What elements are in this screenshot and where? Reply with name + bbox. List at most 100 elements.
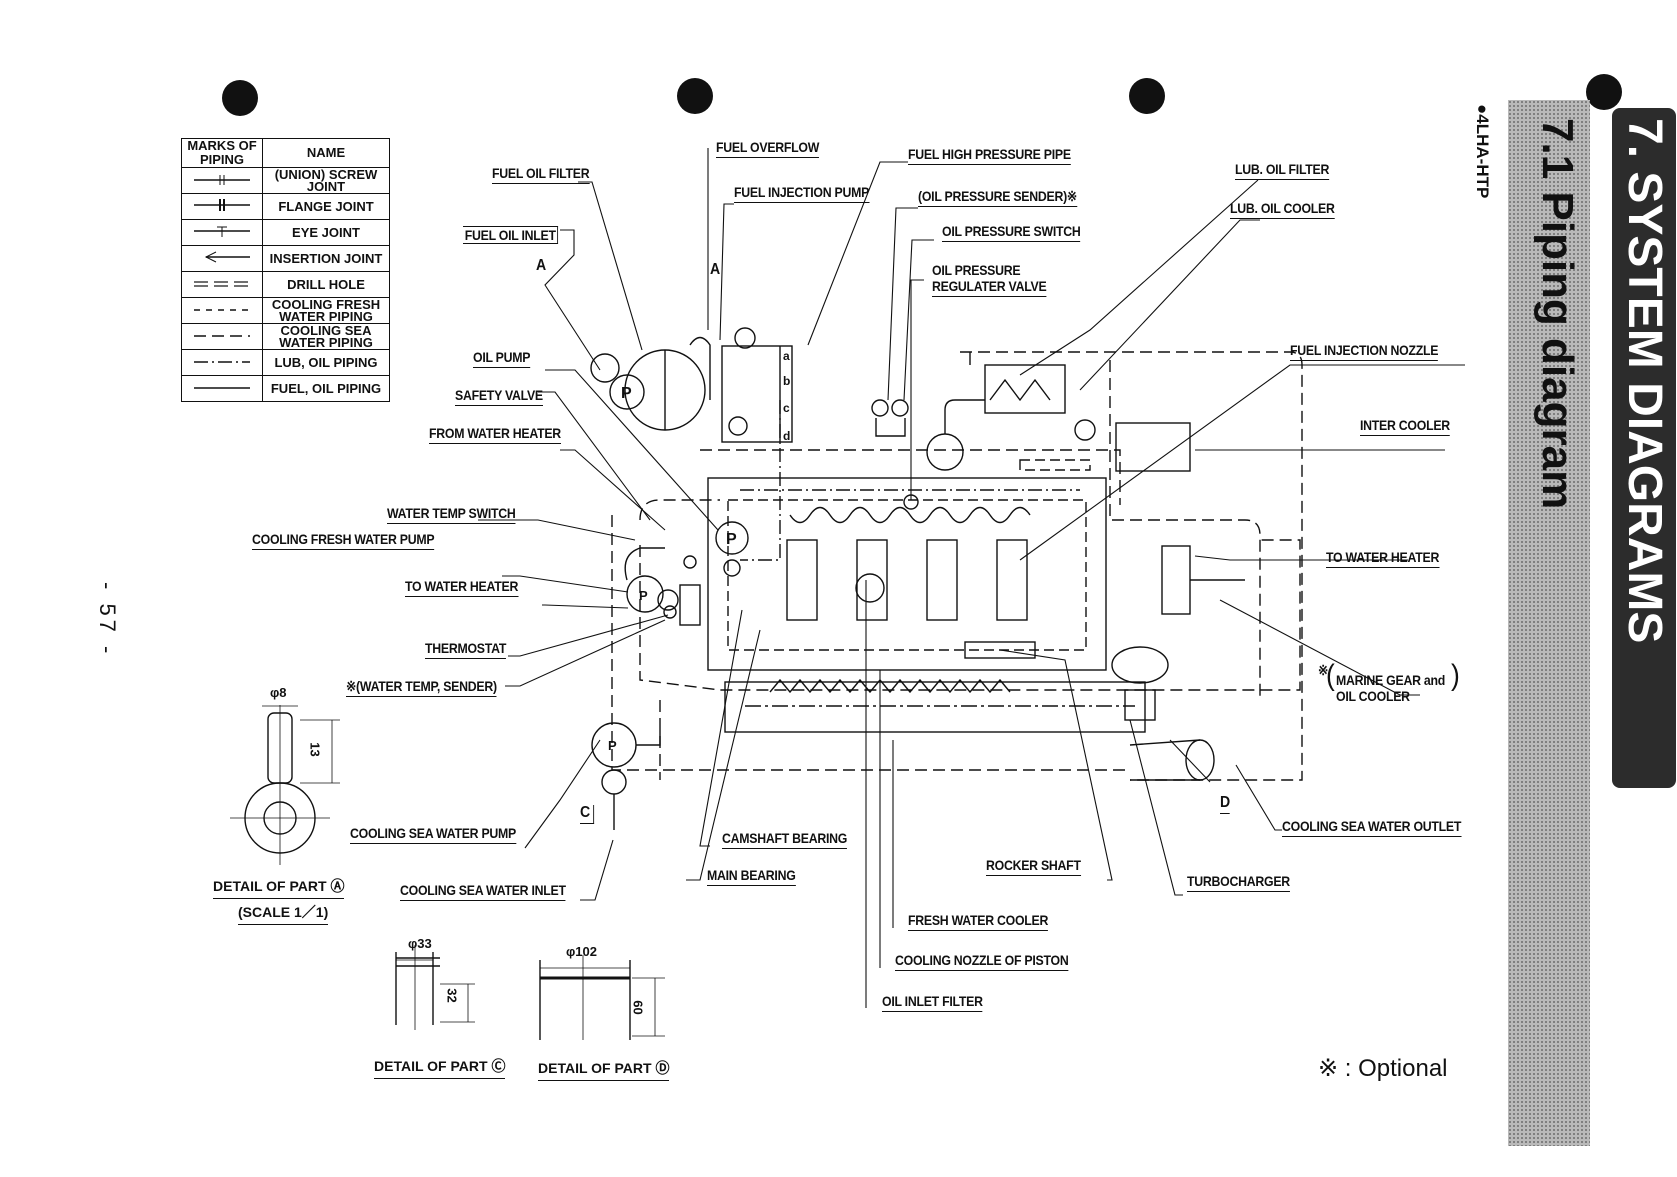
sw-pump-p-label: P [608, 738, 617, 753]
label-safety-valve: SAFETY VALVE [455, 387, 543, 406]
detail-d-dim-height: 60 [630, 1000, 646, 1015]
label-water-temp-sender: ※(WATER TEMP, SENDER) [346, 678, 497, 697]
label-marine-gear-2: OIL COOLER [1336, 688, 1410, 704]
optional-note: ※ : Optional [1318, 1055, 1448, 1082]
detail-d-title: DETAIL OF PART Ⓓ [538, 1058, 670, 1081]
label-from-water-heater: FROM WATER HEATER [429, 425, 561, 444]
fw-pump-p-label: P [639, 588, 648, 603]
camshaft-gear [855, 573, 885, 603]
label-fuel-high-pressure-pipe: FUEL HIGH PRESSURE PIPE [908, 146, 1071, 165]
label-thermostat: THERMOSTAT [425, 640, 506, 659]
label-oil-pressure-regulater-2: REGULATER VALVE [932, 278, 1047, 297]
solid-line [181, 375, 263, 402]
oil-pump-p-label: P [726, 531, 737, 548]
port-d-label: d [783, 429, 790, 443]
legend-header-name: NAME [262, 138, 390, 168]
oil-pressure-switch [891, 399, 909, 417]
label-inter-cooler: INTER COOLER [1360, 417, 1450, 436]
label-cooling-sea-water-pump: COOLING SEA WATER PUMP [350, 825, 516, 844]
fresh-water-cooler-coil [769, 678, 1011, 694]
piping-legend: MARKS OF PIPING NAME (UNION) SCREW JOINT… [181, 138, 390, 402]
section-sidebar [1508, 100, 1590, 1146]
punch-hole [1586, 74, 1622, 110]
ref-d: D [1220, 795, 1230, 814]
detail-a-dim-height: 13 [307, 742, 323, 757]
fuel-pump-p-label: P [621, 385, 632, 402]
detail-a-title: DETAIL OF PART Ⓐ [213, 876, 345, 899]
inter-cooler [1115, 422, 1191, 472]
label-turbocharger: TURBOCHARGER [1187, 873, 1290, 892]
label-water-temp-switch: WATER TEMP SWITCH [387, 505, 516, 524]
label-footnote-mark: ※ [1318, 662, 1329, 678]
ref-a-left: A [536, 257, 546, 274]
label-cooling-sea-water-inlet: COOLING SEA WATER INLET [400, 882, 566, 901]
label-oil-pump: OIL PUMP [473, 349, 530, 368]
crankcase [727, 499, 1087, 651]
port-a-label: a [783, 349, 790, 363]
detail-c-dim-height: 32 [444, 988, 460, 1003]
fuel-injection-pump [721, 345, 793, 443]
label-cooling-nozzle-of-piston: COOLING NOZZLE OF PISTON [895, 952, 1069, 971]
long-dash-line [181, 323, 263, 350]
marine-gear-bracket-close: ) [1451, 659, 1460, 692]
label-rocker-shaft: ROCKER SHAFT [986, 857, 1081, 876]
label-fresh-water-cooler: FRESH WATER COOLER [908, 912, 1048, 931]
lub-oil-cooler [984, 364, 1066, 414]
short-dash-line [181, 297, 263, 324]
cooling-fresh-water-pump [626, 575, 664, 613]
punch-hole [222, 80, 258, 116]
port-b-label: b [783, 374, 790, 388]
label-fuel-injection-pump: FUEL INJECTION PUMP [734, 184, 869, 203]
section-title-bar [1612, 108, 1676, 788]
legend-name: LUB, OIL PIPING [262, 349, 390, 376]
oil-pressure-sender [871, 399, 889, 417]
label-marine-gear-1: MARINE GEAR and [1336, 672, 1445, 688]
legend-name: FLANGE JOINT [262, 193, 390, 220]
cylinder [856, 539, 888, 621]
port-c-label: c [783, 401, 790, 415]
label-fuel-injection-nozzle: FUEL INJECTION NOZZLE [1290, 342, 1439, 361]
label-oil-pressure-regulater-1: OIL PRESSURE [932, 262, 1021, 278]
drill-hole-icon [181, 271, 263, 298]
cylinder [996, 539, 1028, 621]
union-screw-joint-icon [181, 167, 263, 194]
detail-d-dim-diameter: φ102 [566, 944, 597, 959]
thermostat [663, 605, 677, 619]
cylinder [786, 539, 818, 621]
legend-name: FUEL, OIL PIPING [262, 375, 390, 402]
label-oil-pressure-sender: (OIL PRESSURE SENDER)※ [918, 188, 1077, 207]
dash-dot-line [181, 349, 263, 376]
label-lub-oil-cooler: LUB. OIL COOLER [1230, 200, 1335, 219]
cylinder [926, 539, 958, 621]
legend-name: (UNION) SCREW JOINT [262, 167, 390, 194]
ref-c: C [580, 805, 595, 824]
engine-block [707, 477, 1107, 671]
label-fuel-oil-filter: FUEL OIL FILTER [492, 165, 590, 184]
label-fuel-overflow: FUEL OVERFLOW [716, 139, 819, 158]
detail-c-title: DETAIL OF PART Ⓒ [374, 1056, 506, 1079]
lub-oil-filter [926, 433, 964, 471]
marine-gear-oil-cooler [1161, 545, 1191, 615]
punch-hole [677, 78, 713, 114]
detail-a-scale: (SCALE 1／1) [238, 902, 329, 925]
label-camshaft-bearing: CAMSHAFT BEARING [722, 830, 847, 849]
label-cooling-fresh-water-pump: COOLING FRESH WATER PUMP [252, 531, 435, 550]
fuel-feed-pump [609, 374, 645, 410]
marine-gear-bracket-open: ( [1326, 659, 1335, 692]
detail-c-dim-diameter: φ33 [408, 936, 432, 951]
punch-hole [1129, 78, 1165, 114]
label-oil-pressure-switch: OIL PRESSURE SWITCH [942, 223, 1081, 242]
legend-name: COOLING FRESH WATER PIPING [262, 297, 390, 324]
ref-a-right: A [710, 261, 720, 278]
legend-name: DRILL HOLE [262, 271, 390, 298]
label-to-water-heater-left: TO WATER HEATER [405, 578, 518, 597]
label-oil-inlet-filter: OIL INLET FILTER [882, 993, 983, 1012]
oil-pump [715, 521, 749, 555]
rocker-shaft [964, 641, 1036, 659]
label-fuel-oil-inlet: FUEL OIL INLET [463, 226, 559, 244]
turbocharger [1111, 646, 1169, 684]
label-cooling-sea-water-outlet: COOLING SEA WATER OUTLET [1282, 818, 1461, 837]
eye-joint-icon [181, 219, 263, 246]
detail-a-dim-diameter: φ8 [270, 685, 287, 700]
